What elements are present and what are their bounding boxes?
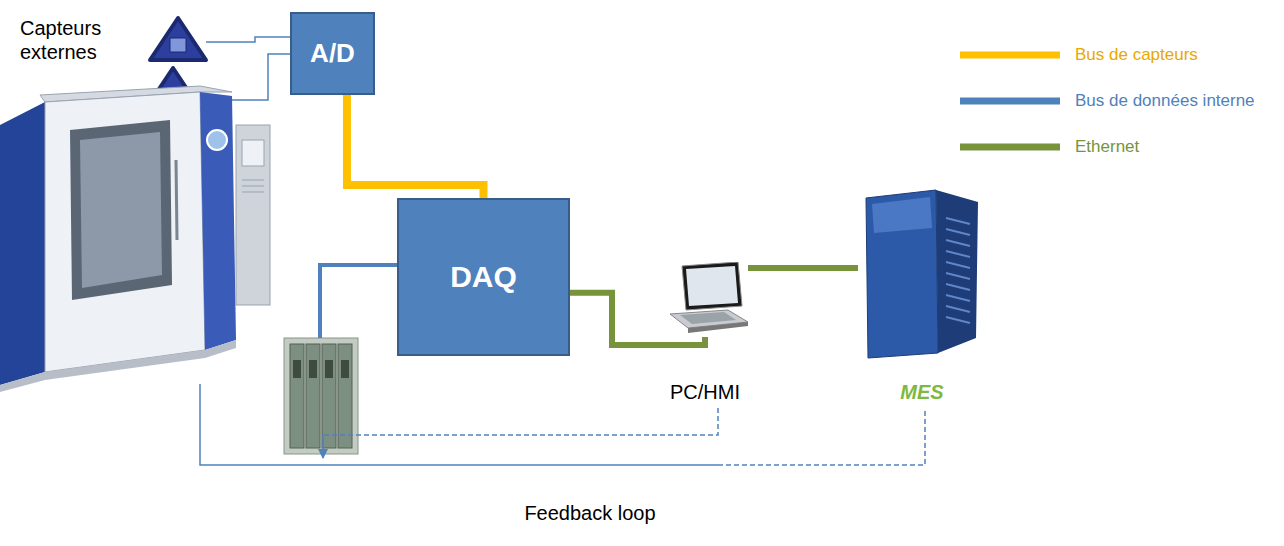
server-part — [946, 306, 970, 312]
node-label: PC/HMI — [662, 380, 748, 404]
server-part — [872, 197, 932, 233]
server-part — [946, 229, 970, 235]
legend-text: Ethernet — [1075, 136, 1139, 158]
server-part — [946, 240, 970, 246]
laptop-part — [688, 322, 748, 333]
legend-line — [960, 52, 1060, 59]
legend-line — [960, 144, 1060, 151]
data-bus-wire — [320, 265, 397, 338]
legend-line — [960, 98, 1060, 105]
converter-box: A/D — [290, 12, 375, 95]
box-label: DAQ — [450, 259, 517, 295]
server-part — [866, 190, 938, 358]
ethernet-link — [748, 265, 858, 271]
node-label: MES — [858, 380, 986, 404]
drive-illustration — [284, 338, 358, 454]
sensor-bus — [347, 95, 484, 198]
server-part — [946, 218, 970, 323]
daq-box: DAQ — [397, 198, 570, 356]
laptop-part — [680, 312, 736, 324]
laptop-part — [686, 266, 738, 306]
server-part — [946, 295, 970, 301]
box-label: A/D — [310, 38, 355, 69]
server-part — [936, 190, 978, 353]
feedback-wire — [200, 384, 925, 465]
server-part — [946, 317, 970, 323]
server-icon — [858, 188, 986, 360]
hmi-laptop: PC/HMI — [662, 262, 748, 337]
server-part — [946, 273, 970, 279]
laptop-part — [682, 262, 742, 310]
sensor-group-label: Capteurs externes — [20, 16, 120, 64]
server-part — [946, 284, 970, 290]
server-part — [946, 218, 970, 224]
server-part — [946, 251, 970, 257]
server-part — [946, 262, 970, 268]
machine-illustration — [0, 86, 270, 392]
legend-text: Bus de capteurs — [1075, 44, 1198, 66]
loop-label: Feedback loop — [490, 501, 690, 525]
laptop-icon — [662, 262, 748, 337]
legend-text: Bus de données interne — [1075, 90, 1255, 112]
mes-server: MES — [858, 188, 986, 360]
